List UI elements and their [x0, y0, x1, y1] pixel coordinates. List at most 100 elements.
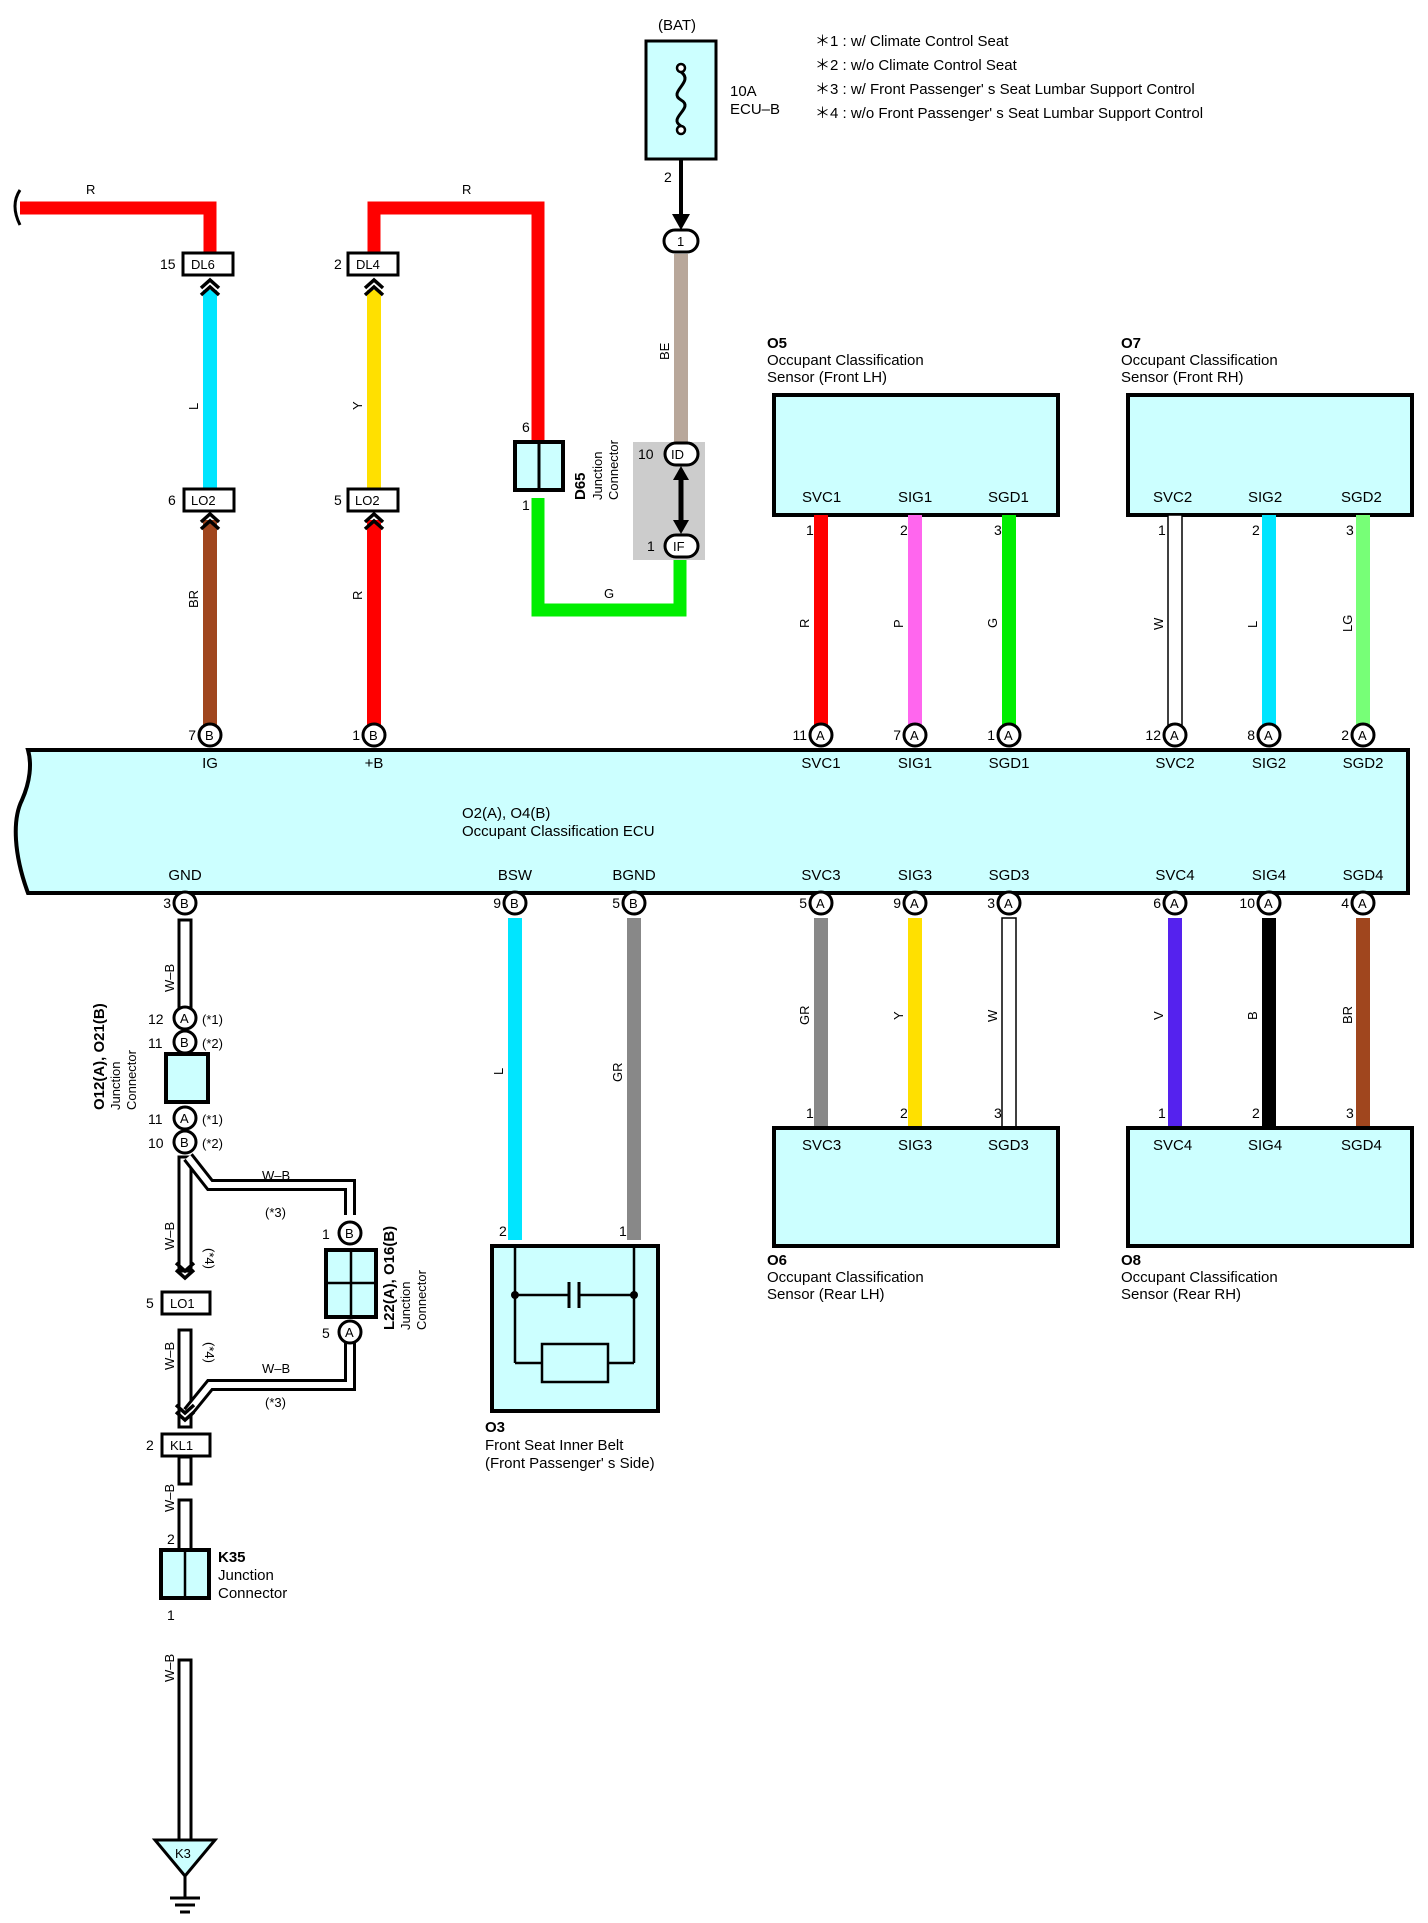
- o5-pin2-num: 2: [900, 522, 908, 538]
- sensor-o8: 1 2 3 SVC4 SIG4 SGD4 O8 Occupant Classif…: [1121, 1105, 1414, 1303]
- d65-pin-top: 6: [522, 419, 530, 435]
- wire-label-star3-a: (*3): [265, 1205, 286, 1220]
- pin-circle-icon: [337, 1319, 363, 1345]
- ecu-terminal-name: IG: [202, 755, 218, 772]
- connector-lo2a-name: LO2: [191, 493, 216, 508]
- pin-letter: B: [510, 896, 519, 911]
- connector-dl6-name: DL6: [191, 257, 215, 272]
- arrow-down-icon: [672, 214, 690, 230]
- junction-l22-o16: 1 5 L22(A), O16(B) Junction Connector: [322, 1226, 429, 1341]
- fuse-pin: 2: [664, 169, 672, 185]
- pin-circle-icon: [808, 890, 834, 916]
- o6-pin1-name: SVC3: [802, 1137, 841, 1154]
- o8-code: O8: [1121, 1252, 1141, 1269]
- wire-o6-sgd3: [1001, 917, 1017, 1129]
- wire-label-bgnd: GR: [610, 1063, 625, 1083]
- wire-o7-svc2: [1167, 514, 1183, 726]
- pin-circle-icon: [996, 890, 1022, 916]
- belt-line1: Front Seat Inner Belt: [485, 1437, 624, 1454]
- pin-circle-icon: [361, 722, 387, 748]
- wire-label-top-mid: R: [462, 182, 471, 197]
- pin-circle-icon: [1162, 722, 1188, 748]
- connector-kl1-pin: 2: [146, 1437, 154, 1453]
- o5-pin2-name: SIG1: [898, 489, 932, 506]
- pin-number: 4: [1341, 895, 1349, 911]
- k35-label2: Connector: [218, 1585, 287, 1602]
- o5-pin3-num: 3: [994, 522, 1002, 538]
- connector-if-pin: 1: [647, 538, 655, 554]
- pin-letter: A: [1358, 728, 1367, 743]
- o6-line2: Sensor (Rear LH): [767, 1286, 885, 1303]
- wire-lumbar-bot: [185, 1340, 353, 1414]
- o7-line1: Occupant Classification: [1121, 352, 1278, 369]
- ecu-code: O2(A), O4(B): [462, 805, 550, 822]
- d65-label2: Connector: [606, 439, 621, 500]
- pin-letter: A: [910, 896, 919, 911]
- pin-letter: B: [180, 1035, 189, 1050]
- pin-number: 10: [1239, 895, 1255, 911]
- wire-label-br: BR: [186, 590, 201, 608]
- o12-star1-b: (*1): [202, 1112, 223, 1127]
- pin-letter: A: [1264, 896, 1273, 911]
- o7-line2: Sensor (Front RH): [1121, 369, 1244, 386]
- connector-kl1-name: KL1: [170, 1438, 193, 1453]
- o7-pin3-name: SGD2: [1341, 489, 1382, 506]
- note-4: ＊4 : w/o Front Passenger' s Seat Lumbar …: [815, 105, 1203, 122]
- o12-pin-4: B: [172, 1129, 198, 1155]
- k35-pin-bot: 1: [167, 1607, 175, 1623]
- connector-if-name: IF: [673, 539, 685, 554]
- pin-number: 7: [188, 727, 196, 743]
- ecu-terminal-name: SGD4: [1343, 867, 1384, 884]
- pin-circle-icon: [172, 1005, 198, 1031]
- connector-lo2a-pin: 6: [168, 492, 176, 508]
- wire-label-star3-b: (*3): [265, 1395, 286, 1410]
- wire-lumbar-top: [185, 1155, 353, 1215]
- wire-label-o6-2: Y: [891, 1011, 906, 1020]
- wire-y: [367, 290, 381, 488]
- connector-dl4-name: DL4: [356, 257, 380, 272]
- pin-letter: A: [180, 1111, 189, 1126]
- connector-lo2b-pin: 5: [334, 492, 342, 508]
- pin-letter: B: [369, 728, 378, 743]
- wire-label-o8-3: BR: [1340, 1006, 1355, 1024]
- wire-label-lumbar-1: W–B: [262, 1168, 290, 1183]
- ecu-terminal-name: BSW: [498, 867, 533, 884]
- l22-pin-circles: BA: [337, 1220, 363, 1345]
- sensor-o6: 1 2 3 SVC3 SIG3 SGD3 O6 Occupant Classif…: [767, 1105, 1060, 1303]
- wire-o8-sgd4: [1356, 918, 1370, 1128]
- pin-circle-icon: [172, 1029, 198, 1055]
- pin-number: 5: [612, 895, 620, 911]
- junction-d65: 6 1 D65 Junction Connector: [513, 419, 621, 513]
- o12-star1-a: (*1): [202, 1012, 223, 1027]
- pin-circle-icon: [808, 722, 834, 748]
- wire-label-o7-3: LG: [1340, 615, 1355, 632]
- o5-line1: Occupant Classification: [767, 352, 924, 369]
- belt-code: O3: [485, 1419, 505, 1436]
- pin-circle-icon: [621, 890, 647, 916]
- fuse-rating: 10A: [730, 83, 757, 100]
- o12-pin3-num: 11: [148, 1111, 163, 1127]
- wire-label-o8-2: B: [1245, 1011, 1260, 1020]
- pin-letter: A: [345, 1325, 354, 1340]
- l22-pin-b-num: 1: [322, 1226, 330, 1242]
- pin-circle-icon: [172, 1129, 198, 1155]
- resistor-icon: [540, 1342, 610, 1384]
- k35-label1: Junction: [218, 1567, 274, 1584]
- o6-pin3-num: 3: [994, 1105, 1002, 1121]
- pin-number: 7: [893, 727, 901, 743]
- wire-label-gnd-3: W–B: [162, 1342, 177, 1370]
- o8-line1: Occupant Classification: [1121, 1269, 1278, 1286]
- wire-label-gnd-5: W–B: [162, 1654, 177, 1682]
- wire-label-star4-a: (*4): [202, 1248, 217, 1269]
- wire-label-lumbar-2: W–B: [262, 1361, 290, 1376]
- note-2: ＊2 : w/o Climate Control Seat: [815, 57, 1018, 74]
- pin-circle-icon: [1350, 722, 1376, 748]
- o7-pin1-num: 1: [1158, 522, 1166, 538]
